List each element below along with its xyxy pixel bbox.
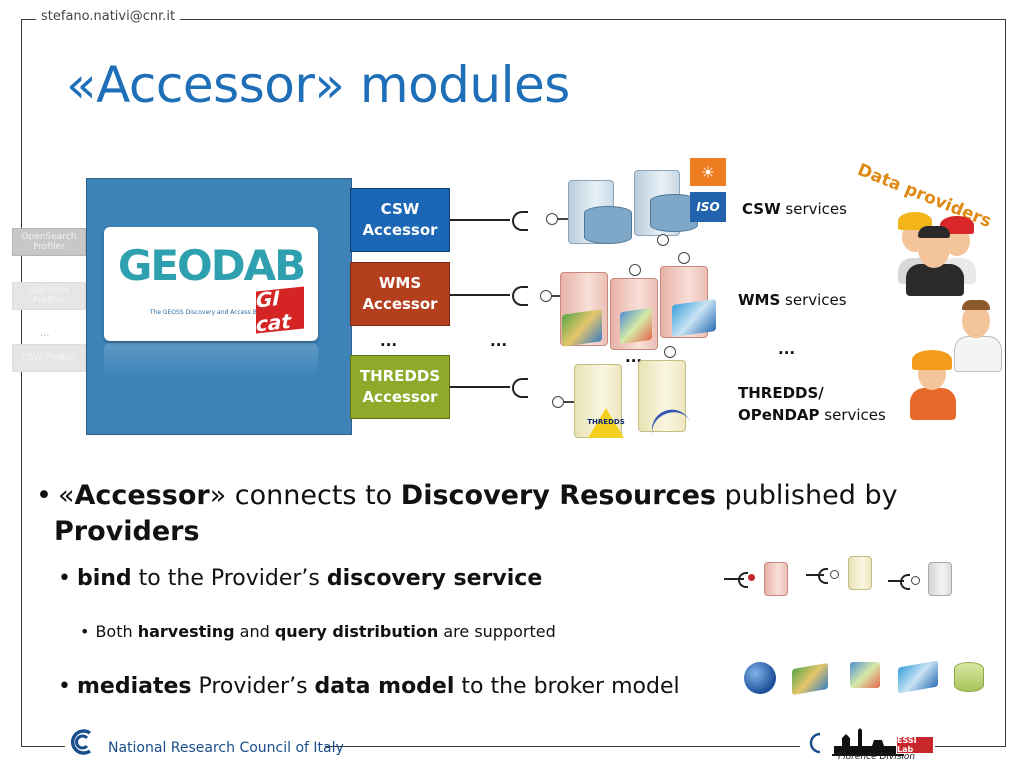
plug-icon [678, 252, 690, 264]
csw-accessor: CSW Accessor [350, 188, 450, 252]
gicat-logo: GI cat [256, 286, 304, 337]
server-ellipsis: ... [625, 348, 643, 366]
cnr-logo-icon [70, 729, 92, 755]
globe-icon [744, 662, 776, 694]
plug-icon [629, 264, 641, 276]
footer-organization: National Research Council of Italy [108, 740, 344, 756]
wms-accessor: WMS Accessor [350, 262, 450, 326]
plug-icon [664, 346, 676, 358]
wms-services-label: WMS services [738, 291, 847, 309]
server-icon [638, 360, 686, 432]
bullet-mediates: •mediates Provider’s data model to the b… [58, 674, 680, 699]
florence-skyline-logo-icon [809, 728, 904, 756]
slide-title: «Accessor» modules [66, 56, 570, 114]
essi-lab-badge: ESSI Lab [896, 736, 934, 754]
geodab-logo: GEODAB The GEOSS Discovery and Access Br… [104, 227, 318, 341]
services-ellipsis: ... [778, 340, 796, 358]
database-icon [584, 206, 632, 244]
florence-division-label: Florence Division [838, 752, 916, 762]
iso-logo-icon: ISO [690, 192, 726, 222]
map-pin-icon [620, 307, 652, 345]
thredds-accessor: THREDDS Accessor [350, 355, 450, 419]
geodab-subtitle: The GEOSS Discovery and Access Broker [149, 309, 273, 316]
frame-line [325, 746, 800, 747]
layers-icon [672, 298, 716, 338]
accessor-ellipsis: ... [380, 332, 398, 350]
connector-line [450, 386, 510, 388]
plug-line [551, 295, 561, 297]
profiler-opensearch: OpenSearch Profiler [12, 228, 86, 256]
map-icon [562, 309, 602, 347]
bullet-harvesting: •Both harvesting and query distribution … [80, 622, 556, 641]
map-pin-icon [850, 662, 880, 688]
plug-line [557, 218, 569, 220]
ogc-logo-icon: ☀ [690, 158, 726, 186]
profiler-csw: CSW Profiler [12, 344, 86, 372]
plug-line [563, 401, 575, 403]
profiler-oai-pmh: OAI-PMH Profiler [12, 282, 86, 310]
connector-ellipsis: ... [490, 332, 508, 350]
connector-line [450, 219, 510, 221]
database-icon [954, 662, 984, 692]
frame-line [935, 746, 1005, 747]
frame-line [21, 746, 65, 747]
thredds-logo-icon [588, 408, 624, 438]
socket-icon [512, 286, 528, 306]
bullet-bind: •bind to the Provider’s discovery servic… [58, 566, 543, 591]
connector-line [450, 294, 510, 296]
thredds-logo-label: THREDDS [587, 418, 625, 426]
profiler-ellipsis: ... [40, 328, 50, 339]
socket-icon [512, 211, 528, 231]
bullet-accessor-connects: •«Accessor» connects to Discovery Resour… [36, 480, 898, 547]
socket-icon [512, 378, 528, 398]
geodab-logo-text: GEODAB [117, 241, 306, 290]
logo-reflection [104, 343, 318, 377]
thredds-services-label: THREDDS/OPeNDAP services [738, 384, 886, 424]
author-email: stefano.nativi@cnr.it [36, 9, 181, 24]
slide-frame [21, 19, 1006, 747]
plug-icon [657, 234, 669, 246]
csw-services-label: CSW services [742, 200, 847, 218]
